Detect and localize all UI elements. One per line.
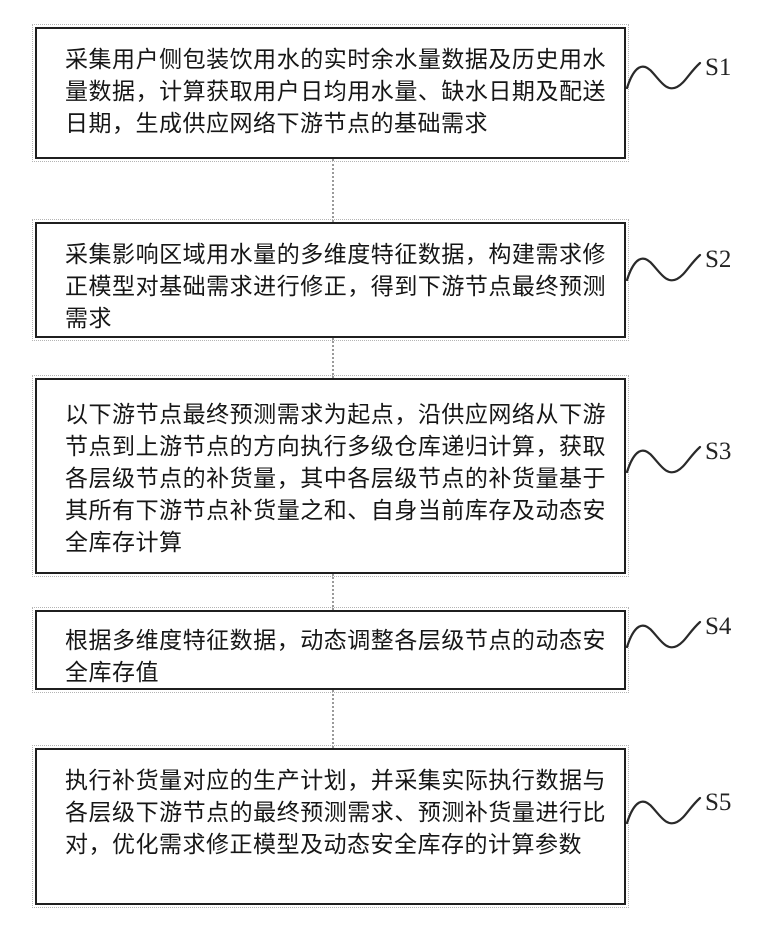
step-text-s4: 根据多维度特征数据，动态调整各层级节点的动态安全库存值 [65,628,606,685]
step-text-s1: 采集用户侧包装饮用水的实时余水量数据及历史用水量数据，计算获取用户日均用水量、缺… [65,47,606,136]
step-box-s5: 执行补货量对应的生产计划，并采集实际执行数据与各层级下游节点的最终预测需求、预测… [32,745,629,908]
step-annex-s4: S4 [626,613,776,661]
step-annex-s2: S2 [626,246,776,294]
wavy-lead-line-icon [626,620,702,649]
step-label-s2: S2 [705,246,732,273]
connector-s4-s5 [332,690,334,748]
step-label-s4: S4 [705,613,732,640]
wavy-lead-line-icon [626,61,702,90]
wavy-lead-line-icon [626,796,702,825]
step-box-s2: 采集影响区域用水量的多维度特征数据，构建需求修正模型对基础需求进行修正，得到下游… [32,219,629,341]
step-label-s1: S1 [705,54,732,81]
step-box-s4: 根据多维度特征数据，动态调整各层级节点的动态安全库存值 [32,607,629,693]
wavy-lead-line-icon [626,253,702,282]
step-text-s2: 采集影响区域用水量的多维度特征数据，构建需求修正模型对基础需求进行修正，得到下游… [65,242,606,331]
step-label-s3: S3 [705,438,732,465]
connector-s1-s2 [332,159,334,222]
step-box-s1: 采集用户侧包装饮用水的实时余水量数据及历史用水量数据，计算获取用户日均用水量、缺… [32,24,629,162]
step-text-s5: 执行补货量对应的生产计划，并采集实际执行数据与各层级下游节点的最终预测需求、预测… [65,768,606,857]
step-text-s3: 以下游节点最终预测需求为起点，沿供应网络从下游节点到上游节点的方向执行多级仓库递… [65,402,606,555]
step-box-s3: 以下游节点最终预测需求为起点，沿供应网络从下游节点到上游节点的方向执行多级仓库递… [32,375,629,577]
step-annex-s5: S5 [626,789,776,837]
step-label-s5: S5 [705,789,732,816]
connector-s3-s4 [332,574,334,610]
step-annex-s1: S1 [626,54,776,102]
connector-s2-s3 [332,338,334,378]
step-annex-s3: S3 [626,438,776,486]
wavy-lead-line-icon [626,445,702,474]
